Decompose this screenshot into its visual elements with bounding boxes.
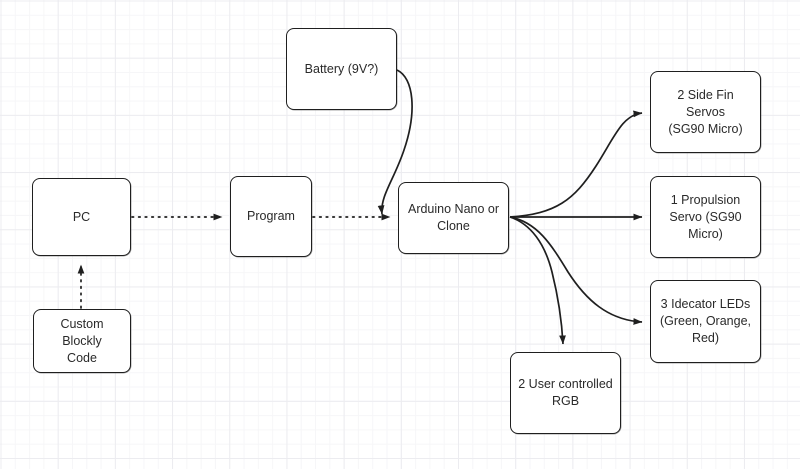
node-pc-label: PC — [72, 209, 91, 224]
node-battery[interactable]: Battery (9V?) — [286, 28, 397, 110]
edge-arduino-to-side-fin-servos — [509, 110, 643, 218]
node-battery-label: Battery (9V?) — [304, 61, 379, 76]
node-custom-blockly-code[interactable]: Custom Blockly Code — [33, 309, 131, 373]
node-user-controlled-rgb[interactable]: 2 User controlled RGB — [510, 352, 621, 434]
node-propulsion-servo-label: 1 Propulsion Servo (SG90 Micro) — [669, 192, 742, 241]
node-indicator-leds[interactable]: 3 Idecator LEDs (Green, Orange, Red) — [650, 280, 761, 363]
node-indicator-leds-label: 3 Idecator LEDs (Green, Orange, Red) — [659, 297, 751, 345]
edge-arduino-to-user-rgb — [509, 216, 566, 345]
node-custom-blockly-code-label: Custom Blockly Code — [60, 316, 104, 365]
node-program-label: Program — [247, 209, 295, 223]
node-pc[interactable]: PC — [32, 178, 131, 256]
edge-battery-to-arduino — [377, 69, 413, 215]
edge-arduino-to-indicator-leds — [509, 216, 643, 325]
node-side-fin-servos[interactable]: 2 Side Fin Servos (SG90 Micro) — [650, 71, 761, 153]
node-arduino-nano[interactable]: Arduino Nano or Clone — [398, 182, 509, 254]
node-arduino-nano-label: Arduino Nano or Clone — [407, 202, 500, 233]
node-program[interactable]: Program — [230, 176, 312, 257]
node-side-fin-servos-label: 2 Side Fin Servos (SG90 Micro) — [668, 87, 743, 136]
node-user-controlled-rgb-label: 2 User controlled RGB — [518, 377, 613, 408]
node-propulsion-servo[interactable]: 1 Propulsion Servo (SG90 Micro) — [650, 176, 761, 258]
